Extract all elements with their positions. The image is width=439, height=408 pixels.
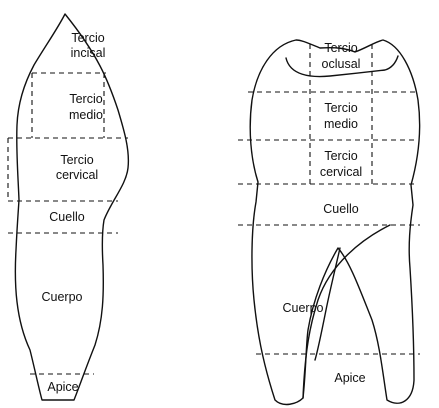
incisor-cuello-label: Cuello: [49, 210, 84, 224]
incisor-tercio-cervical-label-1: Tercio: [60, 153, 93, 167]
molar-tercio-cervical-label-2: cervical: [320, 165, 362, 179]
molar-diagram: Tercio oclusal Tercio medio Tercio cervi…: [238, 40, 420, 404]
incisor-diagram: Tercio incisal Tercio medio Tercio cervi…: [8, 14, 128, 400]
molar-apice-label: Apice: [334, 371, 365, 385]
incisor-tercio-incisal-label-1: Tercio: [71, 31, 104, 45]
incisor-tercio-medio-label-1: Tercio: [69, 92, 102, 106]
molar-tercio-cervical-label-1: Tercio: [324, 149, 357, 163]
molar-cuerpo-label: Cuerpo: [283, 301, 324, 315]
molar-tercio-medio-label-1: Tercio: [324, 101, 357, 115]
molar-tercio-oclusal-label-2: oclusal: [322, 57, 361, 71]
incisor-cuerpo-label: Cuerpo: [42, 290, 83, 304]
incisor-tercio-medio-label-2: medio: [69, 108, 103, 122]
molar-tercio-oclusal-label-1: Tercio: [324, 41, 357, 55]
incisor-tercio-incisal-label-2: incisal: [71, 46, 106, 60]
incisor-tercio-cervical-label-2: cervical: [56, 168, 98, 182]
incisor-apice-label: Apice: [47, 380, 78, 394]
incisor-outline: [15, 14, 128, 400]
molar-cuello-label: Cuello: [323, 202, 358, 216]
molar-tercio-medio-label-2: medio: [324, 117, 358, 131]
molar-outline: [250, 40, 419, 404]
